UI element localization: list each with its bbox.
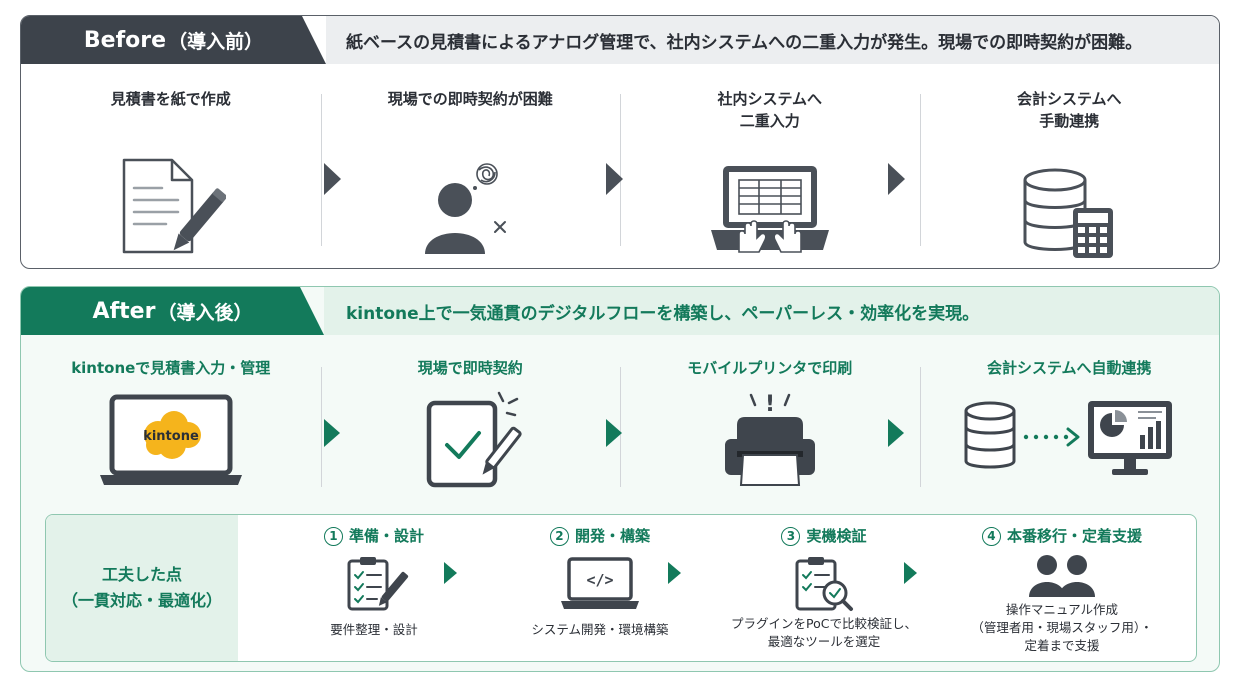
- two-people-icon: [1027, 551, 1097, 603]
- before-tab: Before （導入前）: [21, 16, 326, 64]
- mobile-printer-icon: !: [715, 389, 825, 493]
- kufu-title-line: 工夫した点: [101, 565, 182, 584]
- before-step-paper: 見積書を紙で作成: [21, 78, 321, 258]
- clipboard-pen-icon: [339, 555, 409, 615]
- after-summary: kintone上で一気通貫のデジタルフローを構築し、ペーパーレス・効率化を実現。: [324, 287, 1219, 335]
- kintone-logo-text: kintone: [143, 429, 199, 444]
- tablet-check-icon: [415, 391, 525, 493]
- after-step-instant-contract: 現場で即時契約: [320, 351, 621, 499]
- step-number-badge: 4: [981, 527, 1001, 546]
- database-calculator-icon: [1019, 164, 1119, 264]
- before-summary: 紙ベースの見積書によるアナログ管理で、社内システムへの二重入力が発生。現場での即…: [326, 16, 1219, 64]
- step-label-line: モバイルプリンタで印刷: [687, 359, 853, 377]
- after-step-mobile-printer: モバイルプリンタで印刷 !: [620, 351, 920, 499]
- kufu-step-desc-line: 最適なツールを選定: [767, 634, 881, 649]
- paper-document-pen-icon: [116, 158, 227, 262]
- flow-arrow-icon: [324, 163, 341, 195]
- after-panel: After （導入後） kintone上で一気通貫のデジタルフローを構築し、ペー…: [20, 286, 1220, 672]
- step-label-line: 手動連携: [1039, 112, 1100, 130]
- step-number-badge: 3: [781, 527, 801, 546]
- after-tab-jp: （導入後）: [157, 301, 253, 324]
- step-label-line: 二重入力: [739, 112, 800, 130]
- flow-arrow-icon: [606, 419, 622, 447]
- kufu-step-launch: 4 本番移行・定着支援 操作マニュアル作成 （管理者用・現場スタッフ用）・ 定着ま…: [946, 515, 1178, 661]
- laptop-code-icon: </>: [559, 555, 641, 615]
- after-tab-en: After: [92, 298, 156, 324]
- confused-person-icon: [415, 160, 525, 260]
- before-step-accounting: 会計システムへ 手動連携: [919, 78, 1220, 258]
- kufu-step-desc-line: 操作マニュアル作成: [1005, 602, 1119, 617]
- step-label-line: 会計システムへ: [1016, 90, 1122, 108]
- step-label-line: 社内システムへ: [717, 90, 823, 108]
- before-tab-en: Before: [83, 27, 167, 53]
- step-number-badge: 1: [323, 527, 343, 546]
- alert-mark: !: [765, 392, 775, 417]
- step-label-line: kintoneで見積書入力・管理: [71, 359, 271, 377]
- database-to-monitor-icon: [962, 397, 1176, 483]
- flow-arrow-icon: [888, 419, 904, 447]
- checklist-magnifier-icon: [789, 555, 859, 617]
- after-step-auto-sync: 会計システムへ自動連携: [919, 351, 1220, 499]
- step-label-line: 見積書を紙で作成: [110, 90, 231, 108]
- before-steps: 見積書を紙で作成: [21, 78, 1219, 258]
- step-label-line: 現場で即時契約: [417, 359, 523, 377]
- kufu-step-title: 本番移行・定着支援: [1006, 527, 1142, 545]
- kufu-step-desc-line: 要件整理・設計: [330, 622, 418, 637]
- step-label-line: 現場での即時契約が困難: [387, 90, 553, 108]
- before-step-contract: 現場での即時契約が困難: [320, 78, 621, 260]
- kufu-step-dev: 2 開発・構築 </> システム開発・環境構築: [490, 515, 710, 661]
- laptop-typing-icon: [705, 164, 835, 262]
- after-steps: kintoneで見積書入力・管理 kintone 現場で即時契約: [21, 351, 1219, 499]
- before-panel: Before （導入前） 紙ベースの見積書によるアナログ管理で、社内システムへの…: [20, 15, 1220, 269]
- laptop-kintone-icon: kintone: [98, 393, 244, 493]
- after-tab: After （導入後）: [21, 287, 324, 335]
- kufu-step-title: 準備・設計: [348, 527, 424, 545]
- flow-arrow-icon: [324, 419, 340, 447]
- kufu-step-desc-line: プラグインをPoCで比較検証し、: [731, 616, 917, 631]
- after-step-kintone: kintoneで見積書入力・管理 kintone: [21, 351, 321, 499]
- before-tab-jp: （導入前）: [168, 30, 264, 53]
- code-glyph: </>: [586, 571, 613, 589]
- kufu-box: 工夫した点 （一貫対応・最適化） 1 準備・設計: [45, 514, 1197, 662]
- flow-arrow-icon: [444, 562, 457, 584]
- kufu-title: 工夫した点 （一貫対応・最適化）: [46, 515, 238, 661]
- kufu-step-desc-line: （管理者用・現場スタッフ用）・: [971, 620, 1153, 635]
- kufu-step-title: 開発・構築: [574, 527, 650, 545]
- flow-arrow-icon: [668, 562, 681, 584]
- flow-arrow-icon: [888, 163, 905, 195]
- kufu-step-title: 実機検証: [806, 527, 867, 545]
- step-label-line: 会計システムへ自動連携: [986, 359, 1152, 377]
- kufu-title-line: （一貫対応・最適化）: [61, 591, 222, 610]
- kufu-step-desc-line: システム開発・環境構築: [531, 622, 669, 637]
- kufu-step-desc-line: 定着まで支援: [1024, 638, 1100, 653]
- flow-arrow-icon: [904, 562, 917, 584]
- kufu-step-prep: 1 準備・設計: [264, 515, 484, 661]
- step-number-badge: 2: [549, 527, 569, 546]
- before-step-double-entry: 社内システムへ 二重入力: [620, 78, 920, 258]
- flow-arrow-icon: [606, 163, 623, 195]
